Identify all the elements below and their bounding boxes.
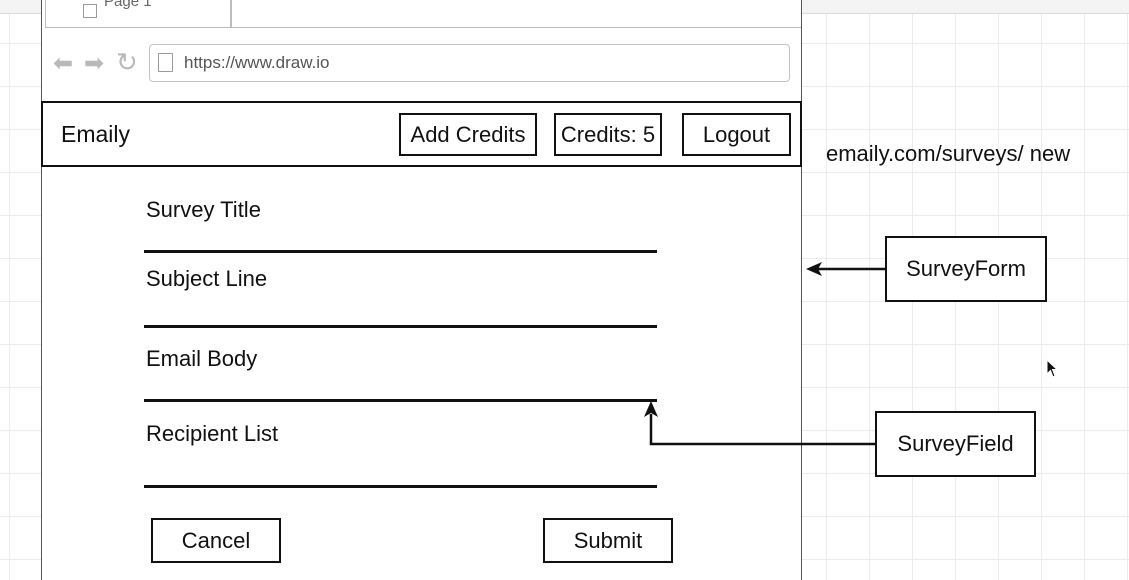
document-icon <box>158 53 173 72</box>
tab-page-icon <box>83 4 97 18</box>
survey-form-component-box[interactable]: SurveyForm <box>885 236 1047 302</box>
survey-title-input[interactable] <box>144 250 657 253</box>
brand-logo-text[interactable]: Emaily <box>61 121 131 147</box>
logout-button[interactable]: Logout <box>682 113 791 156</box>
mouse-cursor-icon <box>1046 359 1059 378</box>
subject-line-input[interactable] <box>144 325 657 328</box>
cancel-button[interactable]: Cancel <box>151 518 281 563</box>
url-bar[interactable] <box>149 44 790 82</box>
subject-line-label: Subject Line <box>146 266 268 291</box>
email-body-input[interactable] <box>144 399 657 402</box>
browser-tab-bar <box>231 0 801 28</box>
browser-tab-label: Page 1 <box>104 0 152 10</box>
forward-arrow-icon[interactable]: ➡ <box>84 50 105 77</box>
submit-button[interactable]: Submit <box>543 518 673 563</box>
survey-field-component-box[interactable]: SurveyField <box>875 411 1036 477</box>
back-arrow-icon[interactable]: ⬅ <box>53 50 74 77</box>
route-annotation: emaily.com/surveys/ new <box>826 141 1071 166</box>
survey-title-label: Survey Title <box>146 197 261 222</box>
reload-icon[interactable]: ↻ <box>116 47 138 77</box>
add-credits-button[interactable]: Add Credits <box>399 113 537 156</box>
email-body-label: Email Body <box>146 346 258 371</box>
browser-tab[interactable] <box>45 0 231 28</box>
browser-mockup-frame <box>41 0 802 580</box>
recipient-list-label: Recipient List <box>146 421 279 446</box>
credits-badge: Credits: 5 <box>554 113 662 156</box>
url-text: https://www.draw.io <box>184 53 330 72</box>
survey-form-connector[interactable] <box>806 262 885 276</box>
recipient-list-input[interactable] <box>144 485 657 488</box>
